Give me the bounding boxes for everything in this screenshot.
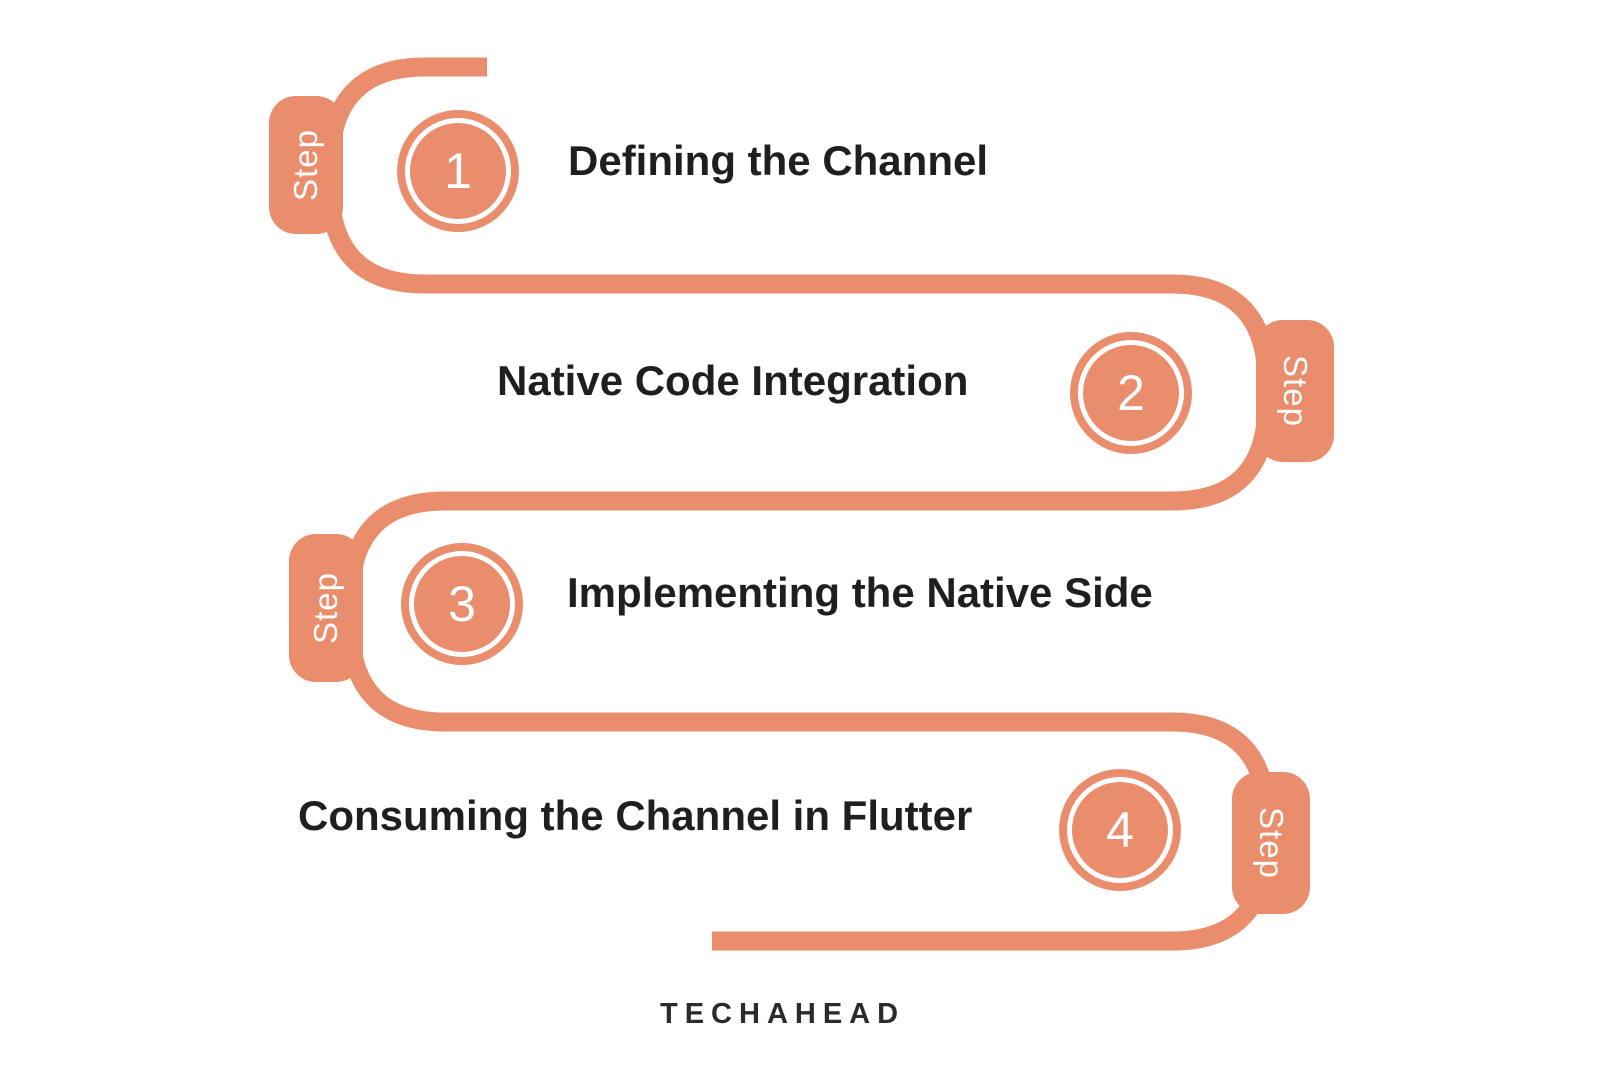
step-4-pill: Step (1232, 772, 1310, 914)
step-2-number: 2 (1117, 365, 1145, 421)
step-2-pill: Step (1256, 320, 1334, 462)
step-4-number: 4 (1106, 802, 1134, 858)
techahead-logo: TECHAHEAD (660, 998, 906, 1030)
step-3-number-circle: 3 (401, 543, 523, 665)
step-1-pill: Step (269, 96, 343, 234)
step-3-pill-label: Step (306, 572, 344, 644)
step-3-number: 3 (448, 576, 476, 632)
step-2-pill-label: Step (1276, 355, 1314, 427)
step-1-number: 1 (444, 143, 472, 199)
step-4-number-circle: 4 (1059, 769, 1181, 891)
step-1-pill-label: Step (286, 129, 324, 201)
step-4-title: Consuming the Channel in Flutter (298, 792, 973, 839)
step-3-pill: Step (289, 534, 363, 682)
step-1-number-circle: 1 (397, 110, 519, 232)
step-1-title: Defining the Channel (568, 137, 988, 184)
step-2-title: Native Code Integration (497, 357, 969, 404)
step-3-title: Implementing the Native Side (567, 569, 1153, 616)
step-2-number-circle: 2 (1070, 332, 1192, 454)
step-4-pill-label: Step (1252, 807, 1290, 879)
